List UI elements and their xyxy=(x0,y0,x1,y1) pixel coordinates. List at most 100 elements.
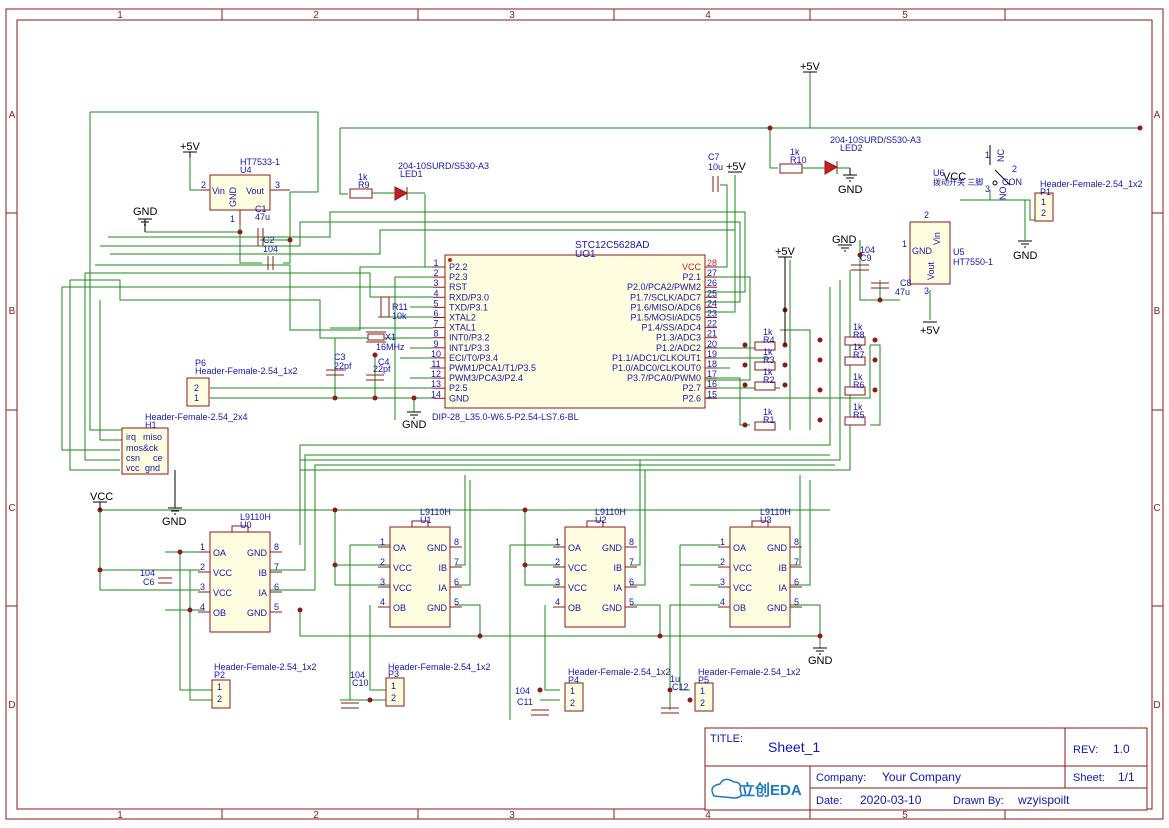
power-label: GND xyxy=(162,516,187,528)
mcu-pin-number: 28 xyxy=(707,258,717,268)
driver-ref: U2 xyxy=(595,515,607,525)
svg-text:R4: R4 xyxy=(763,335,775,345)
u5-regulator: GND Vin Vout U5 HT7550-1 1 2 3 xyxy=(902,210,993,296)
svg-text:1k: 1k xyxy=(763,327,773,337)
r11-crystal: R11 10k X1 16MHz xyxy=(366,296,408,352)
col-label: 5 xyxy=(902,810,908,821)
c12-val: 1u xyxy=(670,674,680,684)
mcu-pin-number: 19 xyxy=(707,349,717,359)
u5-vout: Vout xyxy=(926,261,936,280)
svg-text:P3: P3 xyxy=(388,669,399,679)
power-label: +5V xyxy=(180,141,201,153)
r11-ref: R11 xyxy=(392,302,408,312)
mcu-pin-name: RXD/P3.0 xyxy=(449,292,489,302)
driver-ref: U0 xyxy=(240,520,252,530)
gnd-icon xyxy=(407,411,421,419)
mcu-pin-name: P1.6/MISO/ADC6 xyxy=(630,302,701,312)
svg-text:2: 2 xyxy=(217,694,222,704)
drawn-value: wzyispoilt xyxy=(1017,793,1070,807)
power-symbols xyxy=(93,71,1032,655)
capacitor-c3 xyxy=(326,369,344,376)
rev-label: REV: xyxy=(1073,744,1098,756)
col-label: 1 xyxy=(117,10,123,21)
capacitor-c7 xyxy=(712,176,719,192)
driver-pin-name: VCC xyxy=(733,583,753,593)
svg-text:2: 2 xyxy=(570,698,575,708)
svg-text:1k: 1k xyxy=(763,347,773,357)
mcu-right-pins: 28VCC27P2.126P2.0/PCA2/PWM225P1.7/SCLK/A… xyxy=(612,258,717,403)
h1-ref: H1 xyxy=(145,420,157,430)
driver-pin-number: 3 xyxy=(200,582,205,592)
led2-val: 204-10SURD/S530-A3 xyxy=(830,135,921,145)
driver-pin-number: 3 xyxy=(380,577,385,587)
driver-pin-name: IA xyxy=(258,588,267,598)
r9-val: 1k xyxy=(358,172,368,182)
u6-pin: 3 xyxy=(985,184,990,194)
c1-ref: C1 xyxy=(255,204,267,214)
c1-val: 47u xyxy=(255,212,270,222)
mcu-pin-number: 26 xyxy=(707,278,717,288)
mcu-pin-number: 10 xyxy=(431,349,441,359)
driver-pin-number: 7 xyxy=(274,562,279,572)
led-section: 1k R9 204-10SURD/S530-A3 LED1 1k R10 204… xyxy=(349,135,921,201)
p1-pin: 2 xyxy=(1041,208,1046,218)
col-label: 4 xyxy=(705,810,711,821)
svg-text:1k: 1k xyxy=(853,322,863,332)
svg-text:P5: P5 xyxy=(698,675,709,685)
svg-text:1: 1 xyxy=(391,681,396,691)
u4-vout: Vout xyxy=(246,186,265,196)
sheet-label: Sheet: xyxy=(1073,772,1105,784)
title-value: Sheet_1 xyxy=(768,739,820,755)
c3-ref: C3 xyxy=(334,352,346,362)
r10-ref: R10 xyxy=(790,155,807,165)
col-label: 2 xyxy=(313,810,319,821)
c4-ref: C4 xyxy=(378,357,390,367)
row-label: C xyxy=(8,503,15,514)
mcu-pin-number: 1 xyxy=(433,258,438,268)
mcu-pin-number: 6 xyxy=(433,309,438,319)
driver-pin-name: IA xyxy=(438,583,447,593)
power-label: +5V xyxy=(920,325,941,337)
driver-pin-number: 4 xyxy=(380,597,385,607)
driver-pin-name: GND xyxy=(767,603,788,613)
sheet-frame xyxy=(5,8,1164,820)
col-label: 3 xyxy=(509,810,515,821)
driver-pin-number: 4 xyxy=(720,597,725,607)
driver-pin-number: 6 xyxy=(629,577,634,587)
gnd-icon xyxy=(138,218,152,232)
row-label: A xyxy=(9,110,16,121)
driver-pin-number: 1 xyxy=(200,542,205,552)
driver-pin-number: 8 xyxy=(454,537,459,547)
svg-text:1: 1 xyxy=(700,686,705,696)
driver-pin-number: 6 xyxy=(274,582,279,592)
driver-pin-name: OB xyxy=(213,608,226,618)
driver-part: L9110H xyxy=(240,512,271,522)
capacitor-c8 xyxy=(871,282,889,289)
p1-ref: P1 xyxy=(1040,187,1051,197)
led2-ref: LED2 xyxy=(840,143,863,153)
mcu-pin-name: P3.7/PCA0/PWM0 xyxy=(627,373,701,383)
capacitor-c11 xyxy=(531,709,549,716)
header-p3: Header-Female-2.54_1x2 P3 1 2 xyxy=(385,662,491,707)
row-label: B xyxy=(1154,306,1161,317)
mcu-pin-name: INT1/P3.3 xyxy=(449,343,490,353)
gnd-icon xyxy=(838,244,852,252)
col-label: 5 xyxy=(902,10,908,21)
mcu-pin-name: XTAL2 xyxy=(449,313,476,323)
driver-pin-name: GND xyxy=(602,543,623,553)
logo-text: 立创EDA xyxy=(740,781,802,799)
gnd-icon xyxy=(813,647,827,655)
mcu-pin-number: 5 xyxy=(433,298,438,308)
h1-val: Header-Female-2.54_2x4 xyxy=(145,412,248,422)
mcu-pin-name: XTAL1 xyxy=(449,323,476,333)
svg-text:P4: P4 xyxy=(568,675,579,685)
mcu-pin-number: 14 xyxy=(431,389,441,399)
svg-text:P2: P2 xyxy=(214,670,225,680)
mcu-ref: UO1 xyxy=(575,249,596,260)
u4-pin: 2 xyxy=(201,180,206,190)
p6-pin: 1 xyxy=(194,393,199,403)
